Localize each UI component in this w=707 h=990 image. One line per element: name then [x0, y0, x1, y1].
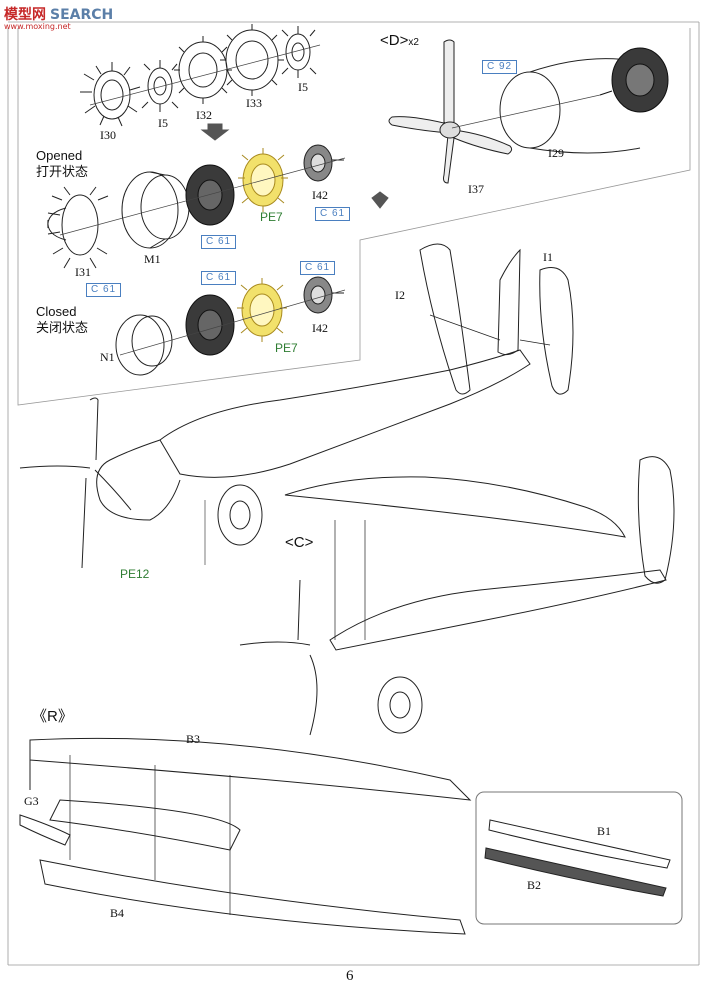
label-b2: B2	[527, 878, 542, 892]
label-i32: I32	[196, 108, 212, 122]
view-d-quantity: x2	[408, 37, 419, 48]
label-pe7-opened: PE7	[260, 210, 283, 224]
label-i31: I31	[75, 265, 91, 279]
part-i33-cylinder-row	[220, 24, 284, 96]
callout-c61-m1: C 61	[201, 235, 237, 249]
label-i2: I2	[395, 288, 405, 302]
callout-c92: C 92	[482, 60, 518, 74]
part-pe7-exhaust-opened	[238, 148, 288, 212]
label-b4: B4	[110, 906, 125, 920]
r-inset-frame	[475, 791, 683, 925]
label-pe7-closed: PE7	[275, 341, 298, 355]
label-i42-closed: I42	[312, 321, 328, 335]
part-i37-propeller	[388, 39, 513, 184]
part-n1-closed-cowl	[115, 314, 173, 376]
part-i5-shaft-2	[281, 26, 317, 78]
label-pe12: PE12	[120, 567, 150, 581]
part-i2-rudder-left	[419, 243, 501, 395]
label-i37: I37	[468, 182, 484, 196]
propeller-upper	[19, 397, 132, 569]
callout-c61-mid: C 61	[315, 207, 351, 221]
part-engine-d-view	[599, 47, 669, 113]
state-opened-en: Opened	[36, 148, 83, 163]
label-i30: I30	[100, 128, 116, 142]
r-view-wing	[19, 737, 472, 935]
opened-row-centerline	[59, 157, 346, 236]
part-i42-hub-closed	[303, 276, 344, 314]
part-i31-cowl-flaps	[47, 186, 109, 269]
part-engine-closed	[185, 294, 235, 356]
label-m1: M1	[144, 252, 161, 266]
step-frame	[7, 21, 700, 966]
view-r-label: 《R》	[32, 708, 73, 725]
state-closed-en: Closed	[36, 304, 77, 319]
part-i5-shaft	[141, 60, 179, 112]
label-i5-b: I5	[298, 80, 308, 94]
part-engine-opened	[185, 164, 235, 226]
d-view-arrow	[371, 191, 389, 209]
callout-c61-closed: C 61	[201, 271, 237, 285]
label-i1: I1	[543, 250, 553, 264]
propeller-c-view	[239, 579, 318, 736]
state-opened-cn: 打开状态	[36, 164, 89, 179]
part-i1-rudder-right	[519, 267, 574, 395]
closed-row-centerline	[119, 289, 346, 356]
label-i5-a: I5	[158, 116, 168, 130]
part-pe7-exhaust-closed	[237, 278, 287, 342]
label-i33: I33	[246, 96, 262, 110]
label-n1: N1	[100, 350, 115, 364]
r-inset-parts	[484, 819, 671, 897]
page-number: 6	[346, 968, 354, 984]
top-row-centerline	[89, 44, 321, 106]
callout-c61-i31: C 61	[86, 283, 122, 297]
callout-c61-i42-closed: C 61	[300, 261, 336, 275]
watermark-brand: 模型网	[4, 7, 46, 23]
label-i42-opened: I42	[312, 188, 328, 202]
part-i30-exhaust-ring	[80, 62, 141, 127]
state-closed: Closed 关闭状态	[36, 304, 88, 336]
aircraft-c-view	[239, 456, 675, 736]
view-c-label: <C>	[285, 534, 314, 551]
down-arrow	[200, 123, 230, 141]
label-i29: I29	[548, 146, 564, 160]
label-b3: B3	[186, 732, 201, 746]
watermark-url: www.moxing.net	[4, 22, 71, 31]
part-i32-cylinder-row	[174, 36, 232, 104]
label-b1: B1	[597, 824, 612, 838]
view-d-title: <D>x2	[380, 32, 419, 49]
watermark-search: SEARCH	[50, 7, 114, 23]
aircraft-upper	[19, 248, 531, 569]
part-m1-cowl-ring	[121, 171, 190, 249]
engine-panel-outline	[17, 28, 691, 406]
state-opened: Opened 打开状态	[36, 148, 88, 180]
part-i42-hub-opened	[303, 144, 344, 182]
state-closed-cn: 关闭状态	[36, 320, 89, 335]
label-g3: G3	[24, 794, 39, 808]
d-view-centerline	[451, 94, 601, 129]
view-d-label: <D>	[380, 32, 409, 49]
